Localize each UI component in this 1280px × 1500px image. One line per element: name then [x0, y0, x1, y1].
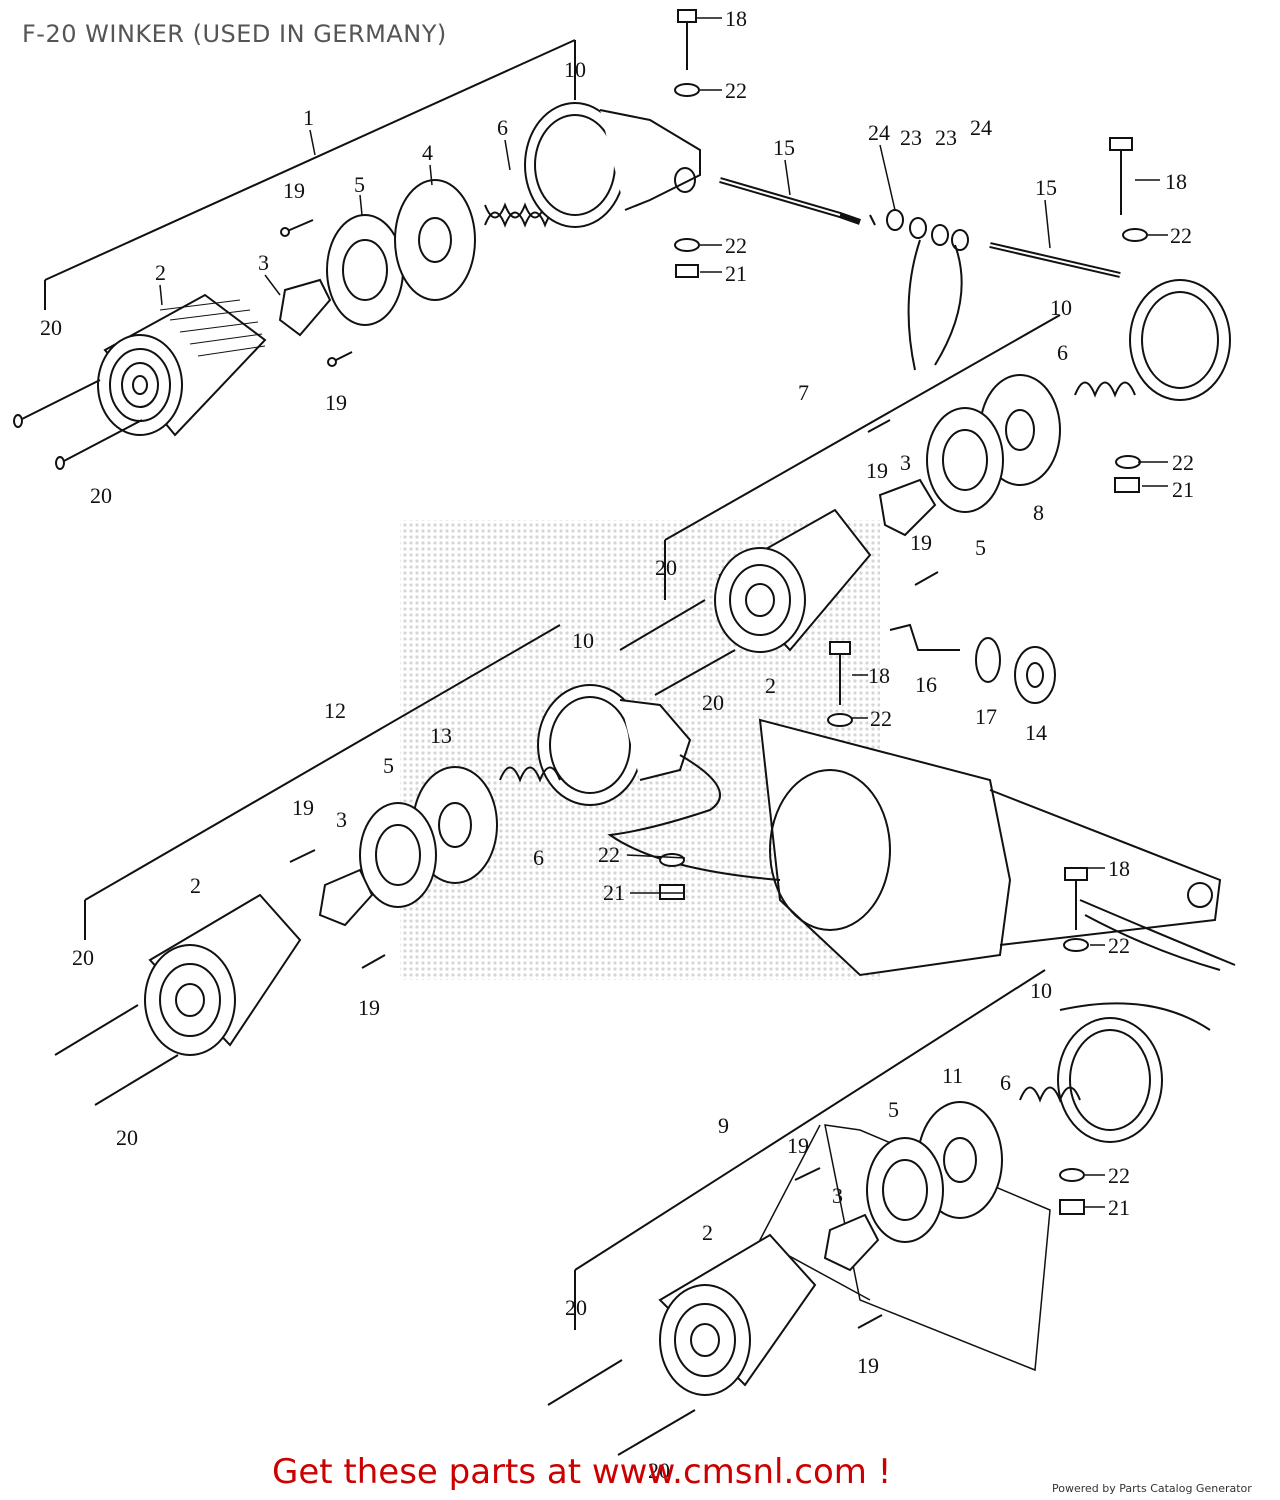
callout-22: 22	[725, 233, 747, 258]
callout-labels: 18 22 10 1 6 4 5 19 2 3 20 20 19 15 22 2…	[40, 6, 1194, 1483]
callout-10: 10	[572, 628, 594, 653]
callout-18: 18	[1108, 856, 1130, 881]
tail-housing	[758, 718, 1236, 977]
callout-20: 20	[116, 1125, 138, 1150]
callout-21: 21	[603, 880, 625, 905]
assembly-12	[54, 624, 781, 1106]
callout-22: 22	[1108, 1163, 1130, 1188]
callout-2: 2	[155, 260, 166, 285]
callout-3: 3	[900, 450, 911, 475]
case-10-top	[524, 102, 701, 228]
callout-19: 19	[325, 390, 347, 415]
callout-23: 23	[935, 125, 957, 150]
callout-15: 15	[773, 135, 795, 160]
callout-21: 21	[725, 261, 747, 286]
callout-20: 20	[655, 555, 677, 580]
callout-2: 2	[765, 673, 776, 698]
callout-5: 5	[888, 1097, 899, 1122]
callout-20: 20	[90, 483, 112, 508]
callout-18: 18	[868, 663, 890, 688]
callout-14: 14	[1025, 720, 1047, 745]
get-parts-link[interactable]: Get these parts at www.cmsnl.com !	[272, 1452, 892, 1492]
callout-20: 20	[40, 315, 62, 340]
callout-22: 22	[598, 842, 620, 867]
callout-19: 19	[283, 178, 305, 203]
callout-10: 10	[1050, 295, 1072, 320]
callout-22: 22	[1108, 933, 1130, 958]
callout-17: 17	[975, 704, 997, 729]
callout-22: 22	[870, 706, 892, 731]
callout-6: 6	[533, 845, 544, 870]
callout-18: 18	[725, 6, 747, 31]
callout-10: 10	[1030, 978, 1052, 1003]
callout-3: 3	[258, 250, 269, 275]
callout-7: 7	[798, 380, 809, 405]
callout-5: 5	[383, 753, 394, 778]
callout-19: 19	[857, 1353, 879, 1378]
callout-24: 24	[970, 115, 992, 140]
page-title: F-20 WINKER (USED IN GERMANY)	[22, 20, 447, 48]
callout-18: 18	[1165, 169, 1187, 194]
callout-8: 8	[1033, 500, 1044, 525]
callout-22: 22	[1170, 223, 1192, 248]
assembly-1	[13, 9, 701, 470]
powered-by-text: Powered by Parts Catalog Generator	[1052, 1482, 1252, 1495]
callout-6: 6	[497, 115, 508, 140]
assembly-9	[547, 969, 1211, 1456]
callout-19: 19	[292, 795, 314, 820]
callout-13: 13	[430, 723, 452, 748]
callout-20: 20	[565, 1295, 587, 1320]
callout-3: 3	[832, 1183, 843, 1208]
callout-20: 20	[648, 1458, 670, 1483]
callout-21: 21	[1172, 477, 1194, 502]
callout-10: 10	[564, 57, 586, 82]
callout-22: 22	[725, 78, 747, 103]
callout-6: 6	[1000, 1070, 1011, 1095]
callout-5: 5	[354, 172, 365, 197]
callout-19: 19	[866, 458, 888, 483]
callout-2: 2	[702, 1220, 713, 1245]
assembly-7	[619, 279, 1231, 727]
callout-9: 9	[718, 1113, 729, 1138]
callout-15: 15	[1035, 175, 1057, 200]
callout-12: 12	[324, 698, 346, 723]
callout-20: 20	[702, 690, 724, 715]
callout-21: 21	[1108, 1195, 1130, 1220]
callout-20: 20	[72, 945, 94, 970]
leader-lines	[159, 17, 1168, 1208]
callout-24: 24	[868, 120, 890, 145]
callout-19: 19	[787, 1133, 809, 1158]
callout-19: 19	[910, 530, 932, 555]
callout-1: 1	[303, 105, 314, 130]
callout-11: 11	[942, 1063, 963, 1088]
callout-4: 4	[422, 140, 433, 165]
callout-6: 6	[1057, 340, 1068, 365]
callout-23: 23	[900, 125, 922, 150]
callout-2: 2	[190, 873, 201, 898]
callout-19: 19	[358, 995, 380, 1020]
callout-22: 22	[1172, 450, 1194, 475]
callout-3: 3	[336, 807, 347, 832]
callout-5: 5	[975, 535, 986, 560]
lens-2	[97, 293, 267, 437]
callout-16: 16	[915, 672, 937, 697]
winker-stay-15	[719, 137, 1148, 371]
